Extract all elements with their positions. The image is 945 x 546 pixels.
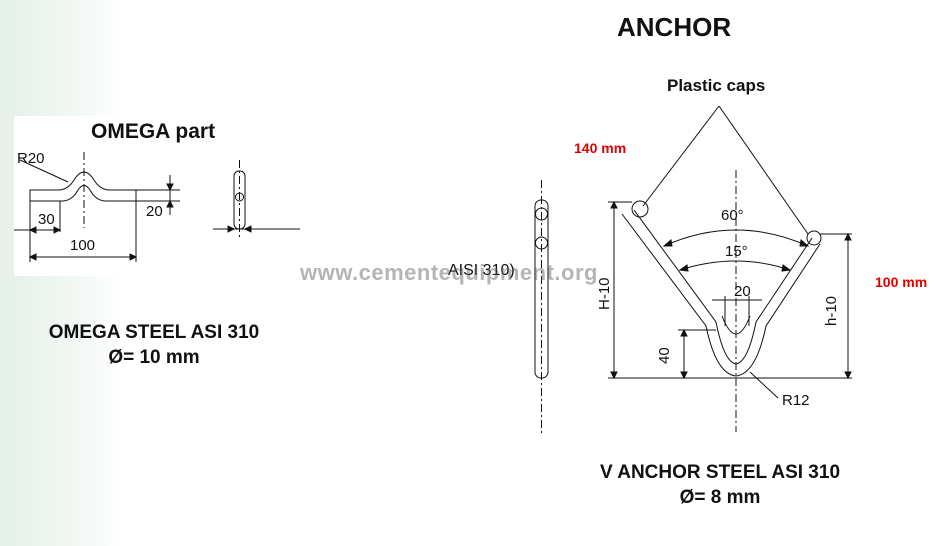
height-H-label: H-10 [596, 277, 613, 310]
page-title: ANCHOR [617, 12, 732, 42]
omega-dim-20: 20 [146, 203, 163, 220]
omega-drawing-panel [14, 116, 306, 276]
omega-caption-material: OMEGA STEEL ASI 310 [48, 322, 260, 343]
anchor-dim-20: 20 [734, 283, 751, 300]
length-140-label: 140 mm [574, 140, 627, 156]
anchor-side-view [534, 180, 549, 436]
plastic-caps-label: Plastic caps [667, 76, 766, 95]
side-material-label: AISI 310) [448, 262, 515, 279]
anchor-radius-label: R12 [782, 392, 810, 409]
omega-part-heading: OMEGA part [91, 120, 216, 143]
watermark: www.cementequipment.org [300, 260, 598, 285]
length-100-label: 100 mm [875, 274, 928, 290]
angle-60-label: 60° [721, 207, 744, 224]
omega-side-view [213, 160, 300, 240]
anchor-caption-material: V ANCHOR STEEL ASI 310 [599, 462, 841, 483]
omega-front-view [14, 152, 180, 262]
anchor-dim-40: 40 [656, 347, 673, 364]
omega-dim-30: 30 [38, 211, 55, 228]
angle-15-label: 15° [725, 243, 748, 260]
omega-caption-diameter: Ø= 10 mm [108, 347, 200, 368]
height-h-label: h-10 [823, 296, 840, 326]
omega-radius-label: R20 [17, 150, 45, 167]
anchor-caption-diameter: Ø= 8 mm [679, 487, 761, 508]
v-anchor-front-view [608, 105, 852, 432]
omega-dim-100: 100 [70, 237, 95, 254]
